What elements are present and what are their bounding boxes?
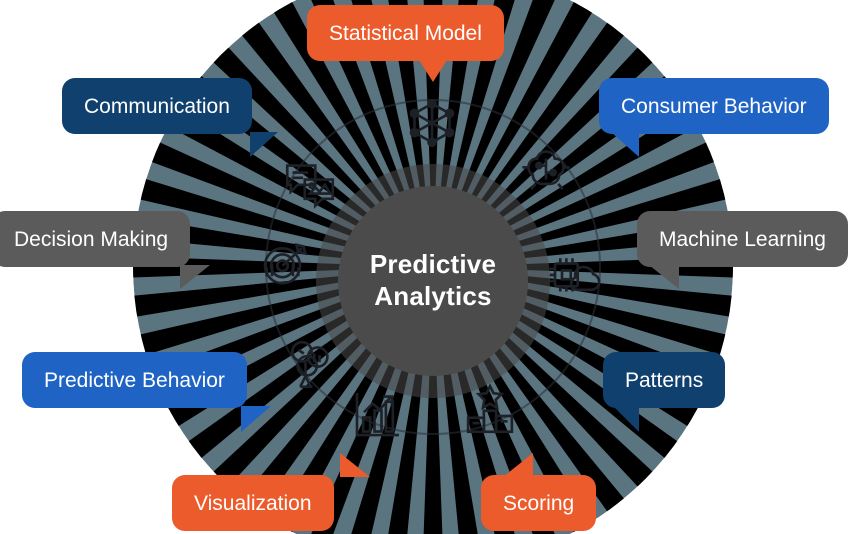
analytics-tree-icon [281,336,337,392]
sunburst-ray [242,0,429,261]
sunburst-ray [437,0,624,261]
bubble-tail [241,406,271,432]
label-decision-making[interactable]: Decision Making [0,211,210,289]
target-dart-icon [258,236,314,292]
chat-media-icon [282,155,338,211]
center-title-line2: Analytics [374,281,492,311]
sunburst-ray [435,0,539,260]
sunburst-ray [373,0,432,260]
bubble-tail [180,265,210,289]
podium-star-icon [462,381,518,437]
bubble-tail [611,132,639,157]
label-text: Predictive Behavior [44,368,225,392]
label-visualization[interactable]: Visualization [172,453,370,531]
sunburst-ray [440,268,733,327]
label-statistical-model[interactable]: Statistical Model [307,5,504,82]
label-machine-learning[interactable]: Machine Learning [637,211,848,289]
sunburst-ray [434,0,493,260]
bubble-tail [503,453,533,477]
label-text: Decision Making [14,227,169,251]
sunburst-ray [437,0,663,261]
sunburst-ray [440,161,733,265]
label-text: Communication [84,94,230,118]
sunburst-ray [327,0,431,260]
label-communication[interactable]: Communication [62,78,278,157]
sunburst-ray [169,3,428,262]
bubble-tail [649,265,679,289]
label-text: Machine Learning [659,227,826,251]
center-title-line1: Predictive [369,249,497,280]
sunburst-ray [133,268,426,327]
label-text: Visualization [194,491,312,515]
sunburst-ray [203,0,429,261]
sunburst-ray [133,117,426,264]
growth-bar-chart-icon [350,386,406,442]
chip-cloud-icon [548,246,604,302]
sunburst-ray [436,0,583,260]
label-consumer-behavior[interactable]: Consumer Behavior [599,78,829,157]
sunburst-ray [133,161,426,265]
sunburst-ray [440,117,733,264]
bubble-tail [613,406,639,432]
center-title: Predictive Analytics [370,249,496,312]
bubble-tail [419,60,447,82]
bubble-tail [250,132,278,157]
label-text: Consumer Behavior [621,94,807,118]
label-text: Scoring [503,491,575,515]
label-scoring[interactable]: Scoring [481,453,597,531]
bubble-tail [340,453,370,477]
sunburst-ray [420,275,446,534]
network-cube-icon [404,95,460,151]
sunburst-ray [420,0,446,259]
label-patterns[interactable]: Patterns [603,352,726,432]
center-node: Predictive Analytics [338,186,528,376]
label-predictive-behavior[interactable]: Predictive Behavior [22,352,271,432]
label-text: Statistical Model [329,21,482,45]
label-text: Patterns [625,368,704,392]
brain-circuit-icon [518,141,574,197]
sunburst-ray [438,3,697,262]
